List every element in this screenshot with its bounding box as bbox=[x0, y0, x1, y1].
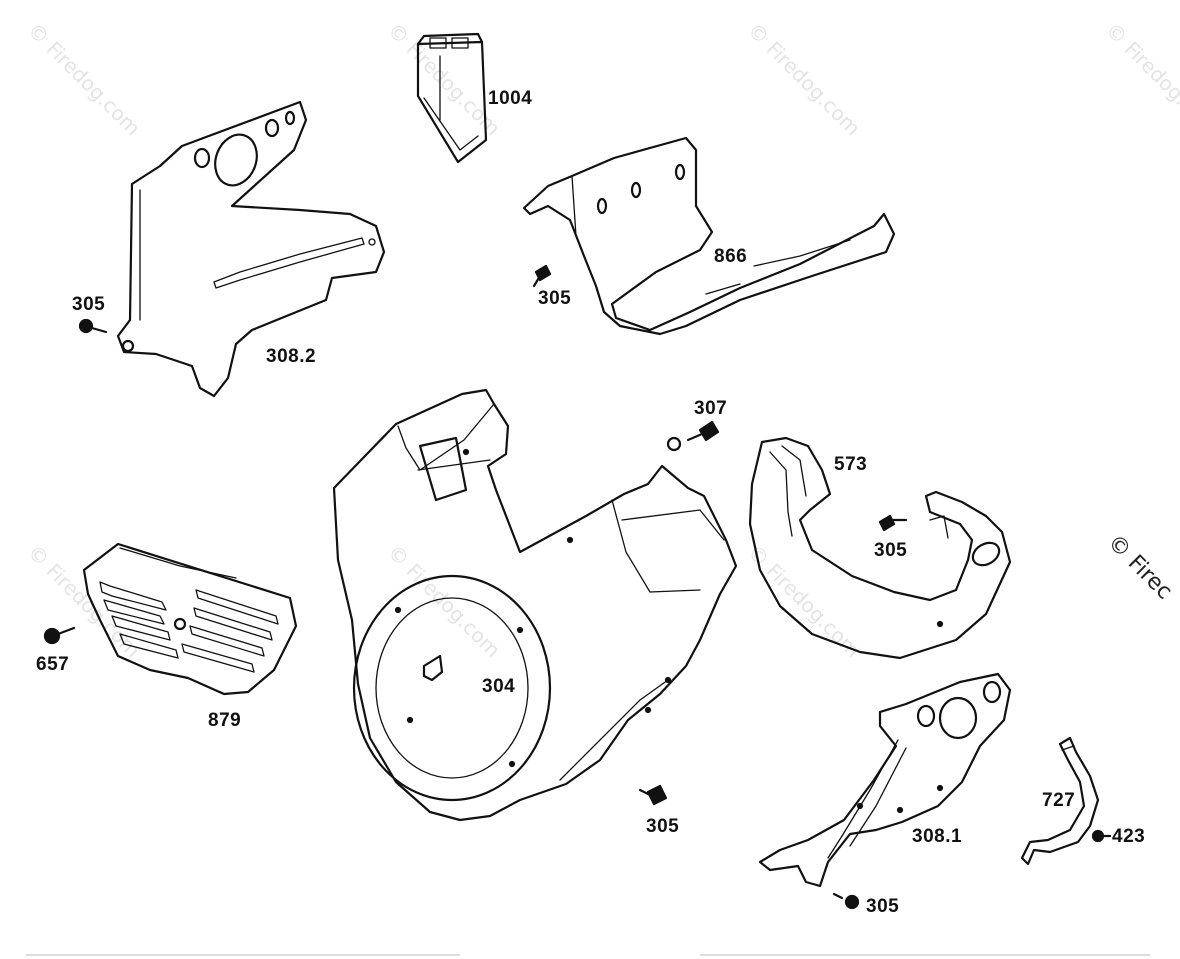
callout-308-1: 308.1 bbox=[912, 826, 963, 847]
part-866-shroud bbox=[522, 136, 896, 336]
callout-304: 304 bbox=[482, 676, 516, 697]
bolt-305 bbox=[832, 892, 860, 910]
callout-657: 657 bbox=[36, 654, 70, 675]
callout-573: 573 bbox=[834, 454, 868, 475]
callout-727: 727 bbox=[1042, 790, 1076, 811]
part-308-2-shroud bbox=[116, 100, 386, 398]
part-1004-duct bbox=[416, 32, 488, 164]
bolt-305 bbox=[878, 514, 908, 532]
bolt-305 bbox=[532, 264, 552, 288]
callout-307: 307 bbox=[694, 398, 728, 419]
bolt-305 bbox=[638, 784, 668, 806]
callout-879: 879 bbox=[208, 710, 242, 731]
callout-305: 305 bbox=[538, 288, 572, 309]
callout-305: 305 bbox=[866, 896, 900, 917]
callout-305: 305 bbox=[72, 294, 106, 315]
bolt-423 bbox=[1091, 829, 1112, 843]
bolt-657 bbox=[43, 626, 76, 645]
callout-866: 866 bbox=[714, 246, 748, 267]
callout-423: 423 bbox=[1112, 826, 1146, 847]
callout-305: 305 bbox=[646, 816, 680, 837]
part-879-grille bbox=[82, 542, 298, 696]
callout-1004: 1004 bbox=[488, 88, 533, 109]
part-727-bracket bbox=[1020, 736, 1100, 866]
bolt-305 bbox=[78, 318, 108, 334]
part-308-1-shroud bbox=[758, 672, 1012, 888]
callout-305: 305 bbox=[874, 540, 908, 561]
part-573-shroud bbox=[748, 436, 1012, 660]
bolt-307 bbox=[686, 420, 720, 442]
part-304-blower-housing bbox=[332, 388, 738, 822]
callout-308-2: 308.2 bbox=[266, 346, 317, 367]
